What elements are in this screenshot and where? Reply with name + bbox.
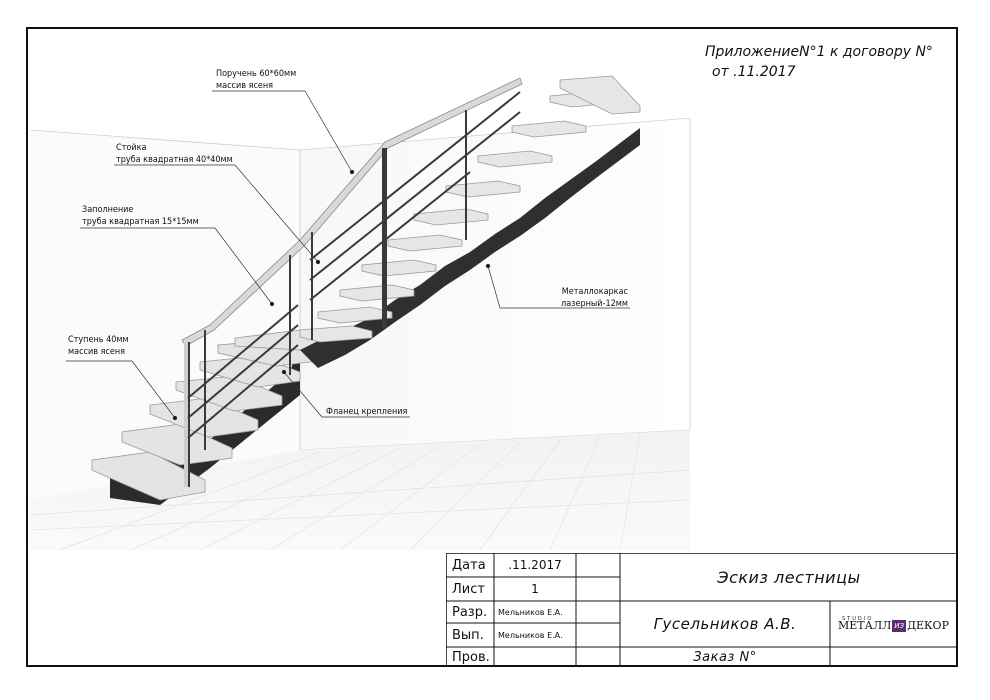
callout-step: Ступень 40мм массив ясеня [68, 334, 129, 358]
tb-order-number: Заказ N° [693, 649, 757, 665]
title-block-grid [446, 553, 958, 667]
tb-sheet-label: Лист [452, 581, 485, 597]
logo-badge: ИЗ [892, 619, 907, 632]
callout-infill-material: труба квадратная 15*15мм [82, 217, 199, 227]
drawing-frame [26, 27, 958, 667]
callout-step-title: Ступень 40мм [68, 335, 129, 345]
company-logo: STUDIO МЕТАЛЛ ИЗ ДЕКОР [838, 616, 949, 632]
tb-client-name: Гусельников А.В. [653, 615, 797, 633]
tb-date-label: Дата [452, 557, 486, 573]
callout-infill-title: Заполнение [82, 205, 134, 215]
tb-performed-label: Вып. [452, 627, 484, 643]
callout-frame: Металлокаркас лазерный-12мм [522, 286, 628, 310]
logo-studio: STUDIO [842, 616, 874, 622]
callout-infill: Заполнение труба квадратная 15*15мм [82, 204, 199, 228]
tb-developer-value: Мельников Е.А. [498, 607, 563, 617]
callout-frame-title: Металлокаркас [561, 287, 628, 297]
callout-post: Стойка труба квадратная 40*40мм [116, 142, 233, 166]
callout-post-material: труба квадратная 40*40мм [116, 155, 233, 165]
title-block: Дата .11.2017 Лист 1 Разр. Мельников Е.А… [446, 553, 958, 667]
callout-frame-material: лазерный-12мм [561, 299, 628, 309]
tb-developer-label: Разр. [452, 604, 488, 620]
callout-handrail: Поручень 60*60мм массив ясеня [216, 68, 296, 92]
annex-line-1: ПриложениеN°1 к договору N° [705, 44, 933, 60]
callout-handrail-material: массив ясеня [216, 81, 274, 91]
leader-lines [66, 90, 630, 421]
callout-post-title: Стойка [116, 143, 147, 153]
tb-date-value: .11.2017 [508, 558, 562, 572]
tb-checked-label: Пров. [452, 649, 490, 665]
logo-word-metal: МЕТАЛЛ [838, 619, 892, 632]
tb-sheet-value: 1 [531, 582, 539, 596]
annex-line-2: от .11.2017 [712, 64, 796, 80]
logo-word-decor: ДЕКОР [907, 619, 949, 632]
tb-performed-value: Мельников Е.А. [498, 630, 563, 640]
callout-flange: Фланец крепления [326, 407, 408, 417]
tb-drawing-title: Эскиз лестницы [717, 567, 861, 587]
callout-handrail-title: Поручень 60*60мм [216, 69, 297, 79]
callout-step-material: массив ясеня [68, 347, 126, 357]
railing [181, 77, 523, 487]
